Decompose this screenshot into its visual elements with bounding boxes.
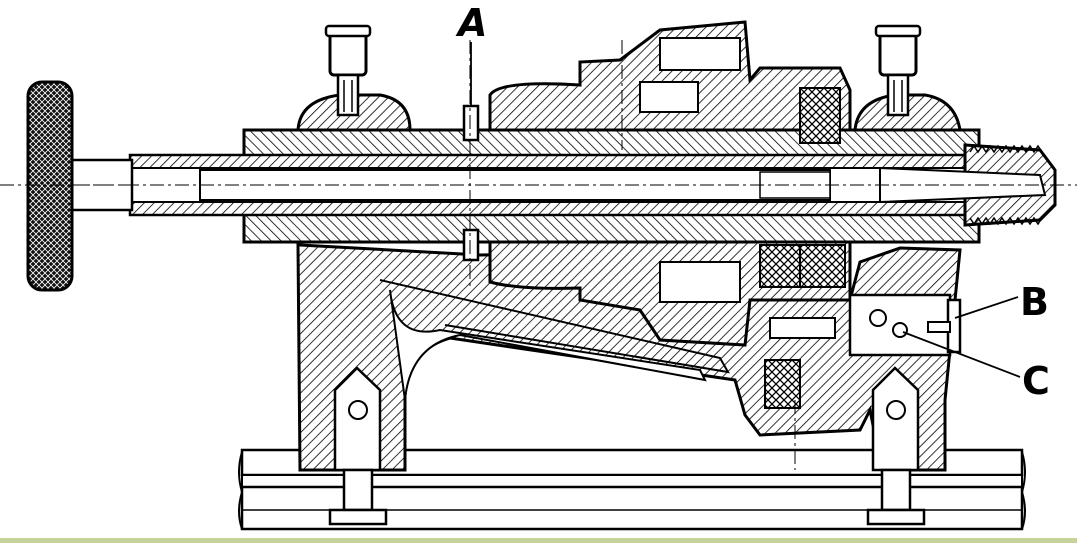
- center-lines: [0, 40, 1077, 470]
- index-plunger-assembly: [769, 293, 962, 357]
- clamp-bolt-left: [328, 366, 388, 526]
- oil-cup-front: [324, 24, 372, 117]
- clamp-bolt-right: [866, 366, 926, 526]
- leader-lines: [470, 42, 1021, 378]
- callout-label-b: B: [1020, 280, 1049, 324]
- oil-cup-rear: [874, 24, 922, 117]
- callout-label-a: A: [458, 1, 488, 45]
- bottom-rule: [0, 538, 1077, 543]
- callout-label-c: C: [1022, 359, 1050, 403]
- handwheel: [26, 80, 134, 292]
